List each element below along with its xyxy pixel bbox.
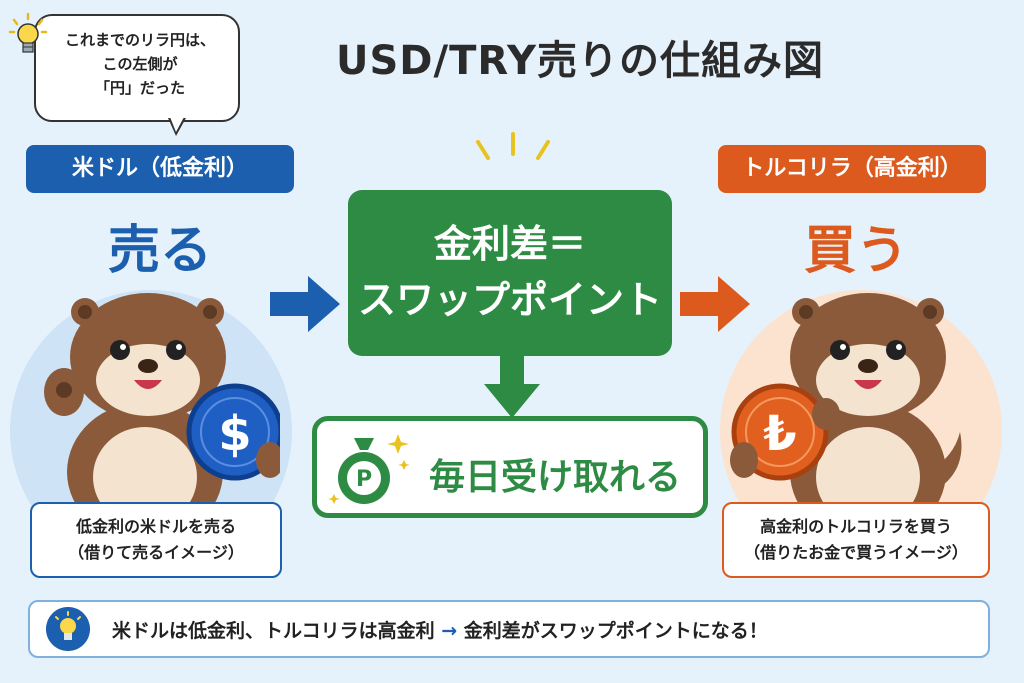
- usd-caption-line: （借りて売るイメージ）: [68, 543, 244, 562]
- summary-text: 米ドルは低金利、トルコリラは高金利 → 金利差がスワップポイントになる！: [112, 616, 768, 643]
- try-coin-symbol: ₺: [763, 406, 796, 462]
- speech-bubble-text: これまでのリラ円は、 この左側が 「円」だった: [40, 28, 240, 100]
- speech-bubble: [34, 14, 240, 122]
- summary-part2: 金利差がスワップポイントになる！: [463, 620, 768, 642]
- otter-usd-illustration: $: [44, 293, 280, 522]
- otter-try-illustration: ₺: [730, 293, 962, 522]
- swap-point-box: 金利差＝ スワップポイント: [348, 190, 672, 356]
- summary-part1: 米ドルは低金利、トルコリラは高金利: [112, 620, 435, 642]
- money-bag-symbol: P: [356, 467, 372, 492]
- speech-bubble-line: この左側が: [102, 55, 178, 73]
- buy-label: 買う: [803, 221, 908, 281]
- try-caption-line: （借りたお金で買うイメージ）: [744, 543, 968, 562]
- speech-bubble-tail-inner: [170, 117, 184, 132]
- summary-bar: [28, 600, 990, 658]
- try-tag: トルコリラ（高金利）: [718, 145, 986, 193]
- swap-point-line: 金利差＝: [433, 222, 586, 266]
- summary-arrow: →: [441, 620, 458, 642]
- speech-bubble-line: これまでのリラ円は、: [64, 31, 215, 49]
- usd-coin-symbol: $: [218, 406, 251, 462]
- page-title: USD/TRY売りの仕組み図: [336, 38, 824, 84]
- arrow-right-blue-icon: [270, 276, 340, 332]
- arrow-right-orange-icon: [680, 276, 750, 332]
- daily-receive-text: 毎日受け取れる: [428, 457, 681, 498]
- usd-tag: 米ドル（低金利）: [26, 145, 294, 193]
- usd-caption-line: 低金利の米ドルを売る: [75, 517, 236, 536]
- try-caption-line: 高金利のトルコリラを買う: [760, 517, 952, 536]
- try-caption: 高金利のトルコリラを買う （借りたお金で買うイメージ）: [722, 502, 990, 578]
- swap-point-line: スワップポイント: [357, 278, 662, 322]
- usd-caption: 低金利の米ドルを売る （借りて売るイメージ）: [30, 502, 282, 578]
- summary-lightbulb-icon: [46, 607, 90, 651]
- money-bag-icon: P: [328, 434, 410, 504]
- sell-label: 売る: [107, 221, 212, 281]
- lightbulb-icon: [8, 12, 48, 53]
- highlight-burst-icon: [476, 132, 550, 160]
- speech-bubble-line: 「円」だった: [94, 79, 185, 97]
- arrow-down-green-icon: [484, 354, 540, 418]
